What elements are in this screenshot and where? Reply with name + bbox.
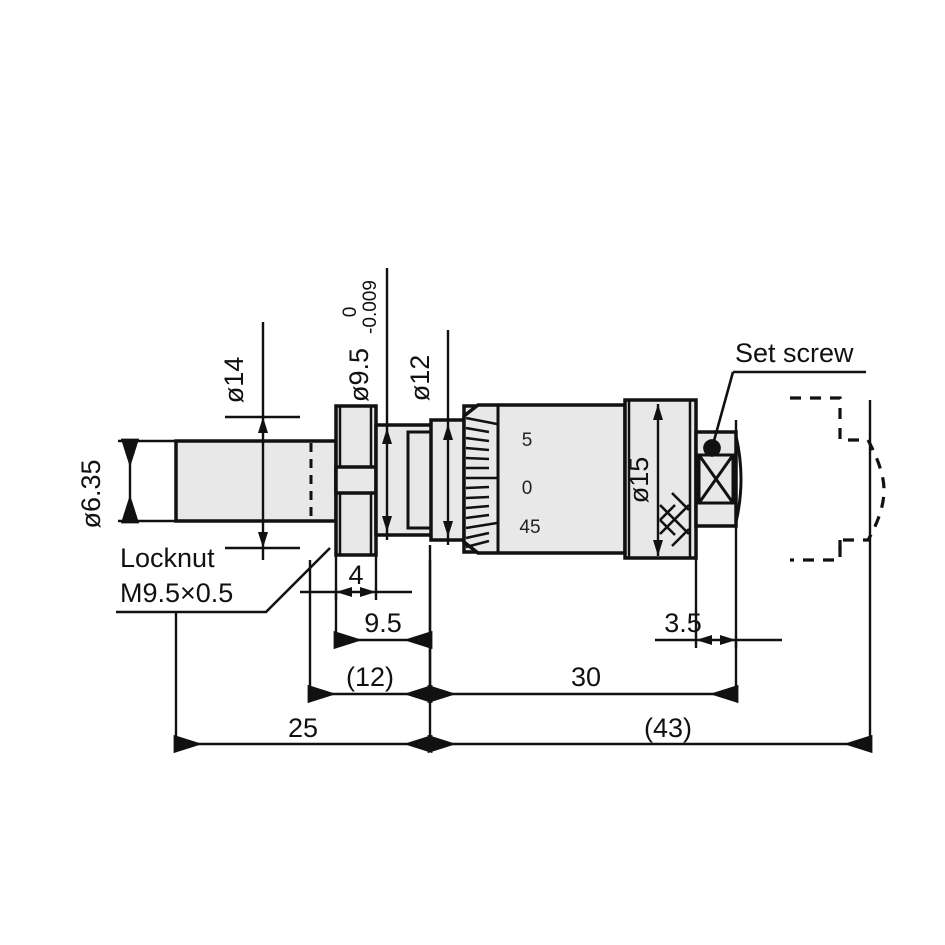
sleeve-knurl-hatch xyxy=(659,492,690,547)
arrow-dia12-top xyxy=(443,424,453,440)
label-locknut-line1: Locknut xyxy=(120,543,215,573)
set-screw-cross-b xyxy=(697,454,735,504)
thimble-scale-number-45: 45 xyxy=(519,517,540,538)
arrow-4-left xyxy=(336,587,352,597)
label-dia15: ø15 xyxy=(624,457,654,504)
text-labels: ø6.35 ø14 ø9.5 0 -0.009 ø12 ø15 Locknut … xyxy=(76,280,854,743)
spindle-shaft xyxy=(174,439,338,523)
arrow-35-right xyxy=(720,635,736,645)
dim-value-body-length: 30 xyxy=(571,662,601,692)
dim-value-spindle-projection: (12) xyxy=(346,662,394,692)
label-locknut-line2: M9.5×0.5 xyxy=(120,578,233,608)
thimble-scale-number-0: 0 xyxy=(522,478,533,499)
dimension-lines xyxy=(118,268,873,754)
label-tolerance-upper: 0 xyxy=(340,307,361,318)
dim-value-set-screw-offset: 3.5 xyxy=(664,608,702,638)
arrow-4-right xyxy=(360,587,376,597)
thimble-scale-number-5: 5 xyxy=(522,430,533,451)
arrow-dia95-top xyxy=(382,428,392,444)
locknut-split-band xyxy=(334,465,378,495)
leader-locknut xyxy=(116,547,331,614)
arrow-dia12-bot xyxy=(443,521,453,537)
dim-value-thread-length: 9.5 xyxy=(364,608,402,638)
arrow-dia15-top xyxy=(653,404,663,420)
label-dia635: ø6.35 xyxy=(76,459,106,528)
label-dia12: ø12 xyxy=(405,355,435,402)
label-tolerance-lower: -0.009 xyxy=(360,280,381,334)
dim-value-locknut-width: 4 xyxy=(348,560,363,590)
set-screw-round-face xyxy=(734,435,743,523)
dim-value-spindle-total: 25 xyxy=(288,713,318,743)
arrow-dia95-bot xyxy=(382,516,392,532)
label-dia14: ø14 xyxy=(219,357,249,404)
thimble-scale-ticks xyxy=(465,416,498,549)
arrow-35-left xyxy=(696,635,712,645)
label-set-screw: Set screw xyxy=(735,338,854,368)
arrow-dia14-bot xyxy=(258,532,268,548)
arrow-dia14-top xyxy=(258,417,268,433)
dim-value-overall-length: (43) xyxy=(644,713,692,743)
label-dia95: ø9.5 xyxy=(344,348,374,402)
arrow-dia15-bot xyxy=(653,540,663,556)
leader-lines xyxy=(116,370,866,614)
leader-set-screw-pointer xyxy=(703,371,735,457)
barrel-relief-step xyxy=(406,430,434,530)
